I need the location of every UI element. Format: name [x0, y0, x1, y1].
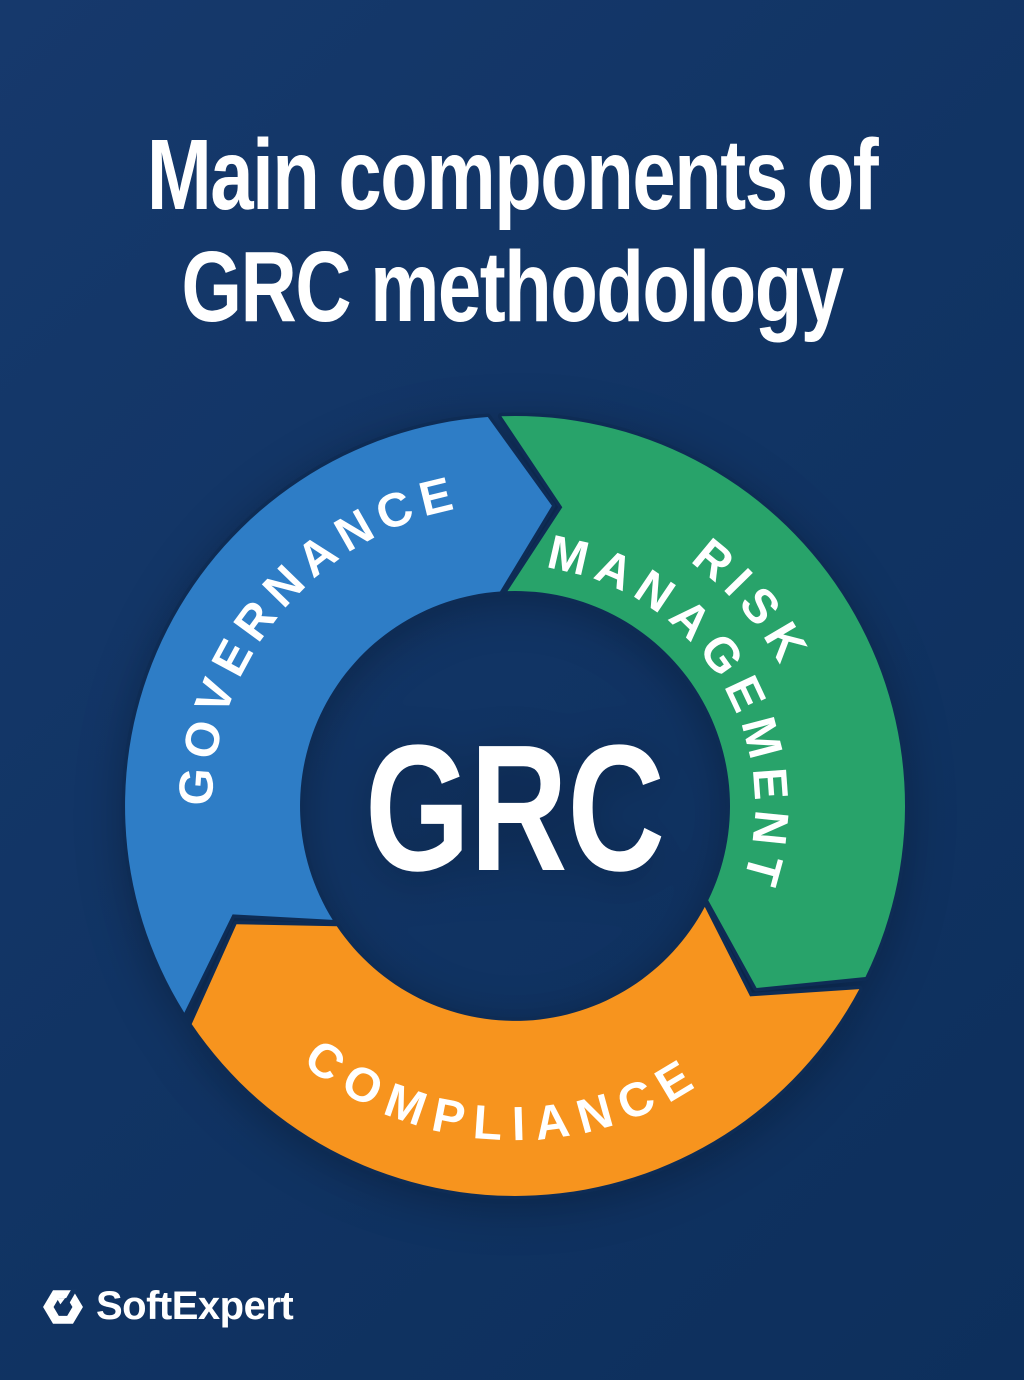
risk-management-segment — [497, 412, 909, 992]
title-line-2: GRC methodology — [181, 231, 844, 343]
hexagon-logo-icon — [43, 1288, 83, 1324]
governance-segment — [121, 413, 556, 1017]
softexpert-logo-text: SoftExpert — [96, 1284, 294, 1328]
page-title: Main components of GRC methodology — [113, 119, 912, 343]
grc-center-label: GRC — [365, 708, 665, 909]
title-line-1: Main components of — [146, 119, 879, 231]
grc-cycle-diagram: GOVERNANCE RISK MANAGEMENT COMPLIANCE GR… — [115, 406, 915, 1206]
compliance-segment — [188, 903, 863, 1200]
softexpert-logo: SoftExpert — [42, 1284, 294, 1329]
